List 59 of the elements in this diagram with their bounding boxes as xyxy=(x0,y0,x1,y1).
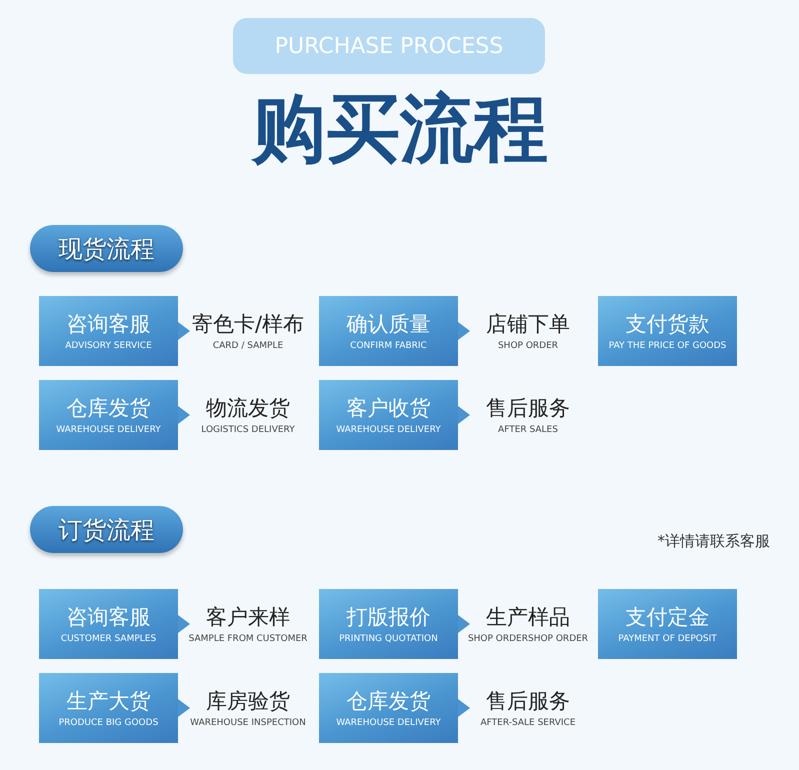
step-title: 确认质量 xyxy=(346,310,430,336)
step-box xyxy=(319,296,458,366)
arrow xyxy=(458,322,470,340)
step-title: 客户来样 xyxy=(206,604,290,630)
step-title: 支付定金 xyxy=(626,604,710,630)
step-title: 售后服务 xyxy=(486,688,570,714)
step-subtitle: CARD / SAMPLE xyxy=(212,340,284,352)
arrow xyxy=(458,406,470,424)
step-subtitle: PRODUCE BIG GOODS xyxy=(58,716,158,728)
step-title: 仓库发货 xyxy=(66,394,150,420)
step-title: 寄色卡/样布 xyxy=(192,310,304,336)
step-title: 咨询客服 xyxy=(66,604,150,630)
step-title: 生产大货 xyxy=(66,688,150,714)
step-box xyxy=(598,589,737,659)
step-box xyxy=(319,380,458,450)
step-subtitle: WAREHOUSE DELIVERY xyxy=(336,716,441,728)
step-subtitle: PRINTING QUOTATION xyxy=(339,632,438,644)
note-text: *详情请联系客服 xyxy=(656,532,770,552)
step-title: 售后服务 xyxy=(486,394,570,420)
step-subtitle: CUSTOMER SAMPLES xyxy=(60,632,156,644)
arrow xyxy=(178,322,190,340)
arrow xyxy=(458,615,470,633)
step-box xyxy=(319,673,458,743)
step-title: 咨询客服 xyxy=(66,310,150,336)
page-title: 购买流程 xyxy=(250,85,549,174)
step-box xyxy=(39,380,178,450)
section-pill: 现货流程 xyxy=(30,225,183,272)
step-subtitle: SHOP ORDERSHOP ORDER xyxy=(468,632,588,644)
arrow xyxy=(178,406,190,424)
step-title: 打版报价 xyxy=(346,604,430,630)
step-title: 客户收货 xyxy=(346,394,430,420)
step-subtitle: CONFIRM FABRIC xyxy=(350,340,427,352)
step-title: 生产样品 xyxy=(486,604,570,630)
step-title: 物流发货 xyxy=(206,394,290,420)
arrow xyxy=(178,615,190,633)
arrow xyxy=(178,699,190,717)
step-subtitle: SHOP ORDER xyxy=(498,340,558,352)
step-subtitle: WAREHOUSE DELIVERY xyxy=(336,424,441,436)
step-subtitle: LOGISTICS DELIVERY xyxy=(201,424,295,436)
step-title: 仓库发货 xyxy=(346,688,430,714)
step-box xyxy=(319,589,458,659)
step-subtitle: WAREHOUSE INSPECTION xyxy=(190,716,306,728)
step-subtitle: ADVISORY SERVICE xyxy=(65,340,152,352)
step-title: 库房验货 xyxy=(206,688,290,714)
step-subtitle: WAREHOUSE DELIVERY xyxy=(56,424,161,436)
section-pill: 订货流程 xyxy=(30,506,183,553)
step-box xyxy=(39,673,178,743)
step-title: 支付货款 xyxy=(626,310,710,336)
step-subtitle: PAYMENT OF DEPOSIT xyxy=(618,632,717,644)
step-subtitle: PAY THE PRICE OF GOODS xyxy=(608,340,726,352)
step-subtitle: SAMPLE FROM CUSTOMER xyxy=(188,632,308,644)
step-title: 店铺下单 xyxy=(486,310,570,336)
arrow xyxy=(458,699,470,717)
step-box xyxy=(39,296,178,366)
step-subtitle: AFTER SALES xyxy=(498,424,558,436)
step-subtitle: AFTER-SALE SERVICE xyxy=(480,716,576,728)
heading-pill: PURCHASE PROCESS xyxy=(233,18,545,74)
step-box xyxy=(598,296,737,366)
step-box xyxy=(39,589,178,659)
